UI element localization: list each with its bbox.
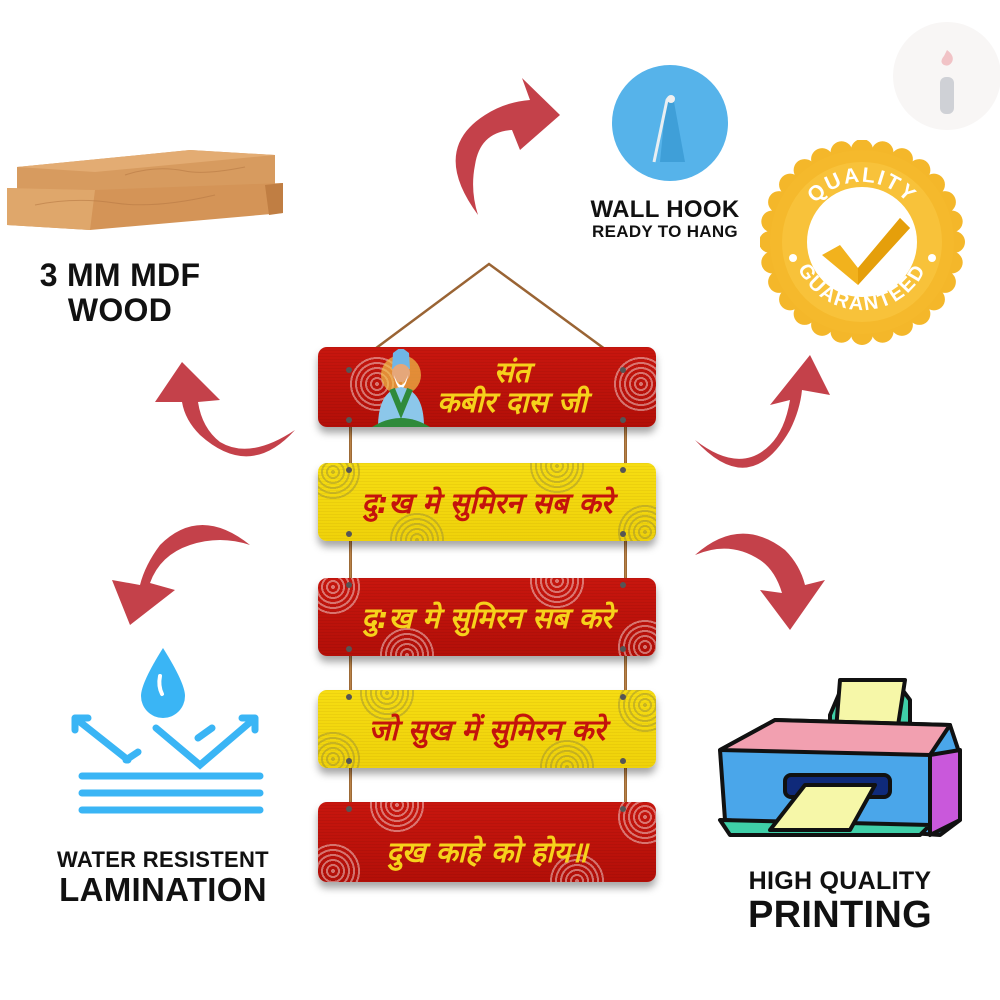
hook-feature-label: WALL HOOK READY TO HANG (565, 197, 765, 241)
sign-plank-5: दुख काहे को होय॥ (318, 802, 656, 882)
mandala-pattern (368, 802, 426, 834)
plank-hole (346, 694, 352, 700)
mandala-pattern (388, 511, 446, 541)
plank-hole (620, 417, 626, 423)
wood-label-line2: WOOD (67, 291, 173, 328)
water-label-line2: LAMINATION (59, 870, 267, 908)
printing-label-line1: HIGH QUALITY (748, 867, 932, 895)
arrow-to-hook-icon (455, 78, 560, 215)
plank-hole (620, 531, 626, 537)
sign-plank-4: जो सुख में सुमिरन करे (318, 690, 656, 768)
plank-hole (620, 758, 626, 764)
mandala-pattern (318, 842, 362, 882)
printing-label-line2: PRINTING (748, 894, 932, 936)
plank-hole (620, 582, 626, 588)
mandala-pattern (318, 463, 362, 501)
water-resistant-icon (71, 648, 264, 814)
plank-4-text: जो सुख में सुमिरन करे (368, 712, 606, 747)
plank-hole (346, 646, 352, 652)
rope-right (624, 408, 627, 828)
plank-hole (620, 646, 626, 652)
mandala-pattern (318, 730, 362, 768)
mandala-pattern (616, 802, 656, 846)
plank-hole (346, 467, 352, 473)
arrow-to-badge-icon (695, 355, 830, 468)
hanging-string (351, 262, 629, 368)
sign-plank-2: दु:ख मे सुमिरन सब करे (318, 463, 656, 541)
sign-plank-3: दु:ख मे सुमिरन सब करे (318, 578, 656, 656)
mandala-pattern (616, 690, 656, 734)
plank-hole (346, 758, 352, 764)
mandala-pattern (528, 463, 586, 495)
sign-plank-1: संत कबीर दास जी (318, 347, 656, 427)
rope-left (349, 408, 352, 828)
mandala-pattern (318, 578, 362, 616)
mandala-pattern (616, 503, 656, 541)
mandala-pattern (616, 618, 656, 656)
brand-logo (893, 22, 1000, 130)
mandala-pattern (378, 626, 436, 656)
mandala-pattern (538, 738, 596, 768)
mandala-pattern (528, 578, 586, 610)
wood-label-line1: 3 MM MDF (39, 257, 201, 293)
plank-hole (346, 582, 352, 588)
mandala-pattern (348, 355, 406, 413)
mandala-pattern (358, 690, 416, 722)
plank-hole (620, 694, 626, 700)
printer-icon (718, 678, 962, 837)
plank-hole (346, 417, 352, 423)
mandala-pattern (612, 355, 656, 413)
plank-hole (620, 367, 626, 373)
printing-feature-label: HIGH QUALITY PRINTING (720, 868, 960, 936)
quality-badge-icon: QUALITY GUARANTEED (760, 140, 965, 345)
hook-label-line2: READY TO HANG (592, 221, 738, 241)
wood-planks-icon (7, 150, 283, 230)
plank-1-text: संत कबीर दास जी (437, 354, 587, 419)
water-label-line1: WATER RESISTENT (57, 847, 269, 872)
wall-hook-icon (612, 65, 728, 181)
plank-2-text: दु:ख मे सुमिरन सब करे (361, 485, 613, 520)
saint-kabir-portrait (372, 349, 430, 427)
arrow-to-printer-icon (695, 533, 825, 630)
plank-5-text: दुख काहे को होय॥ (386, 834, 588, 869)
plank-hole (620, 806, 626, 812)
water-feature-label: WATER RESISTENT LAMINATION (28, 848, 298, 907)
plank-1-line2: कबीर दास जी (437, 385, 587, 419)
mandala-pattern (548, 852, 606, 882)
plank-hole (346, 531, 352, 537)
wood-feature-label: 3 MM MDF WOOD (0, 258, 240, 327)
arrow-to-water-icon (112, 525, 250, 625)
plank-hole (346, 367, 352, 373)
brand-i-logo-icon (940, 50, 954, 114)
plank-hole (620, 467, 626, 473)
arrow-to-wood-icon (155, 362, 295, 457)
plank-1-line1: संत (493, 354, 531, 389)
plank-3-text: दु:ख मे सुमिरन सब करे (361, 600, 613, 635)
plank-hole (346, 806, 352, 812)
hook-label-line1: WALL HOOK (590, 196, 740, 223)
